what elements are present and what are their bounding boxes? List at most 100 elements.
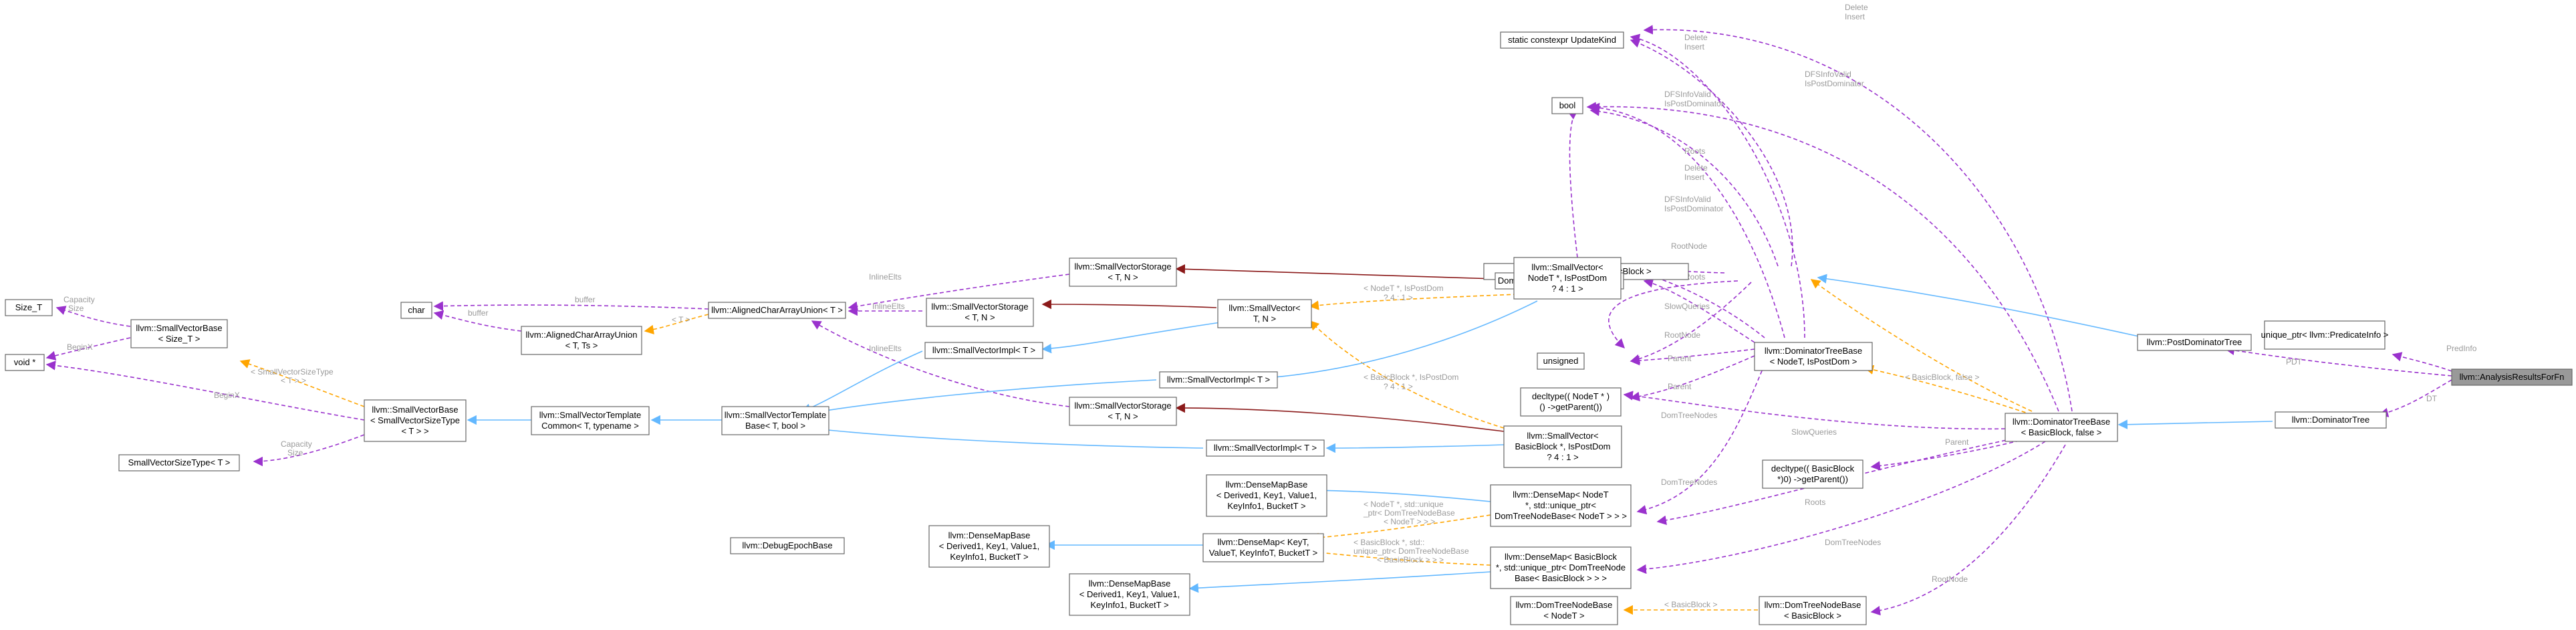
node-decltype-nodet[interactable]: decltype(( NodeT * )() ->getParent()) — [1520, 387, 1622, 417]
edge-dtbase-tpl-pdt — [1810, 279, 2033, 412]
edge-svbb-tpl — [1309, 320, 1505, 429]
node-label: llvm::DominatorTreeBase — [1765, 346, 1862, 356]
node-size-t[interactable]: Size_T — [5, 299, 53, 316]
node-svimpl-b[interactable]: llvm::SmallVectorImpl< T > — [1159, 371, 1278, 389]
node-box — [2005, 413, 2118, 442]
edge-union2-char — [433, 310, 522, 332]
edge-union-tpl — [644, 314, 709, 334]
node-box — [1759, 596, 1867, 625]
node-uniqueptr[interactable]: unique_ptr< llvm::PredicateInfo > — [2261, 320, 2389, 350]
edge-label-nodet-ispostdom: < NodeT *, IsPostDom? 4 : 1 > — [1364, 284, 1444, 302]
node-label: llvm::SmallVector< — [1531, 262, 1603, 272]
node-label: NodeT *, IsPostDom — [1528, 273, 1607, 283]
node-decltype-bb[interactable]: decltype(( BasicBlock *)0) ->getParent()… — [1762, 459, 1863, 489]
edge-dtbt-decltype — [1630, 355, 1755, 401]
node-svstorage-mid[interactable]: llvm::SmallVectorStorage< T, N > — [926, 298, 1034, 327]
node-label: llvm::SmallVectorBase — [372, 405, 458, 415]
node-box — [730, 537, 845, 554]
node-label: llvm::PostDominatorTree — [2147, 337, 2242, 347]
node-aligned-union-1[interactable]: llvm::AlignedCharArrayUnion< T > — [708, 302, 846, 319]
node-box — [531, 406, 650, 435]
node-domtree[interactable]: llvm::DominatorTree — [2275, 411, 2387, 429]
edge-pdt-roots — [1608, 280, 1738, 349]
node-svbase-size[interactable]: llvm::SmallVectorBase< SmallVectorSizeTy… — [364, 399, 467, 442]
node-densemap-bb[interactable]: llvm::DenseMap< BasicBlock*, std::unique… — [1490, 546, 1632, 589]
node-label: ? 4 : 1 > — [1547, 452, 1578, 462]
edge-label-rootnode: RootNode — [1932, 574, 1968, 584]
node-dtbase-false[interactable]: llvm::DominatorTreeBase< BasicBlock, fal… — [2005, 413, 2118, 442]
node-box — [5, 354, 45, 371]
node-debugepoch[interactable]: llvm::DebugEpochBase — [730, 537, 845, 554]
edge-svnodet-bool — [1567, 110, 1579, 258]
node-label: llvm::SmallVectorStorage — [1074, 261, 1171, 272]
edge-dtbt-unsigned — [1630, 348, 1755, 366]
node-label: llvm::SmallVectorStorage — [931, 302, 1028, 312]
node-densemap-kv[interactable]: llvm::DenseMap< KeyT,ValueT, KeyInfoT, B… — [1202, 533, 1324, 562]
edge-svtn-storage — [1041, 299, 1217, 310]
node-box — [721, 406, 829, 435]
node-label: DomTreeNodeBase< NodeT > > > — [1495, 511, 1627, 521]
node-svstorage-top[interactable]: llvm::SmallVectorStorage< T, N > — [1069, 257, 1177, 287]
node-svsizetype[interactable]: SmallVectorSizeType< T > — [118, 454, 240, 471]
node-domtreenodebase-bb[interactable]: llvm::DomTreeNodeBase< BasicBlock > — [1759, 596, 1867, 625]
edge-label-inlineelts-3: InlineElts — [869, 344, 902, 353]
node-dtbase-t[interactable]: llvm::DominatorTreeBase< NodeT, IsPostDo… — [1754, 342, 1873, 371]
node-sv-tn[interactable]: llvm::SmallVector<T, N > — [1217, 299, 1312, 328]
node-densemap-nodet[interactable]: llvm::DenseMap< NodeT*, std::unique_ptr<… — [1490, 484, 1632, 527]
node-label: ? 4 : 1 > — [1551, 284, 1583, 294]
node-svimpl-c[interactable]: llvm::SmallVectorImpl< T > — [1206, 439, 1325, 457]
node-dmb-top[interactable]: llvm::DenseMapBase< Derived1, Key1, Valu… — [1206, 474, 1327, 517]
node-label: llvm::AnalysisResultsForFn — [2460, 372, 2565, 382]
node-sv-nodet[interactable]: llvm::SmallVector<NodeT *, IsPostDom? 4 … — [1513, 257, 1622, 300]
node-label: ValueT, KeyInfoT, BucketT > — [1209, 548, 1317, 558]
node-label: < T, N > — [1108, 411, 1138, 421]
edge-label-domtreenodes-b: DomTreeNodes — [1661, 478, 1717, 487]
node-svbase-sizet[interactable]: llvm::SmallVectorBase< Size_T > — [130, 319, 228, 348]
node-label: KeyInfo1, BucketT > — [950, 552, 1028, 562]
edge-dtb-domtreenodes — [1636, 441, 2046, 574]
node-label: llvm::SmallVectorTemplate — [725, 410, 826, 420]
node-label: llvm::SmallVectorBase — [136, 323, 222, 333]
node-voidptr[interactable]: void * — [5, 354, 45, 371]
edge-dtb-rootnode — [1870, 444, 2066, 616]
node-char[interactable]: char — [400, 302, 432, 319]
node-sv-bb[interactable]: llvm::SmallVector<BasicBlock *, IsPostDo… — [1503, 425, 1622, 468]
node-label: < T, N > — [964, 312, 995, 322]
node-box — [1069, 397, 1177, 426]
edge-label-bb-uniqueptr: < BasicBlock *, std::unique_ptr< DomTree… — [1354, 538, 1469, 564]
node-label: unsigned — [1543, 356, 1579, 366]
node-postdomtree[interactable]: llvm::PostDominatorTree — [2137, 334, 2252, 351]
node-label: llvm::SmallVector< — [1229, 303, 1300, 313]
node-label: *, std::unique_ptr< DomTreeNode — [1496, 562, 1626, 572]
node-label: T, N > — [1253, 314, 1276, 324]
node-label: llvm::DenseMapBase — [1226, 480, 1308, 490]
node-unsigned[interactable]: unsigned — [1537, 352, 1585, 370]
node-label: < T > > — [401, 426, 428, 436]
node-svimpl-a[interactable]: llvm::SmallVectorImpl< T > — [924, 342, 1043, 359]
edge-svbb-svimpl — [1325, 443, 1505, 453]
node-box — [1069, 573, 1190, 616]
node-label: decltype(( NodeT * ) — [1532, 391, 1609, 401]
edge-label-bb-tpl: < BasicBlock > — [1664, 600, 1717, 609]
node-box — [1503, 425, 1622, 468]
node-dmb-low[interactable]: llvm::DenseMapBase< Derived1, Key1, Valu… — [1069, 573, 1190, 616]
node-updatekind[interactable]: static constexpr UpdateKind — [1500, 31, 1624, 49]
node-box — [1510, 596, 1618, 625]
node-label: < BasicBlock, false > — [2021, 427, 2102, 437]
node-dmb-mid[interactable]: llvm::DenseMapBase< Derived1, Key1, Valu… — [928, 525, 1050, 568]
node-analysis[interactable]: llvm::AnalysisResultsForFn — [2451, 369, 2573, 386]
node-domtreenodebase-nodet[interactable]: llvm::DomTreeNodeBase< NodeT > — [1510, 596, 1618, 625]
node-bool[interactable]: bool — [1551, 97, 1583, 114]
node-label: llvm::SmallVectorImpl< T > — [932, 345, 1035, 355]
node-box — [130, 319, 228, 348]
node-label: *)0) ->getParent()) — [1777, 474, 1848, 484]
node-aligned-union-ts[interactable]: llvm::AlignedCharArrayUnion< T, Ts > — [521, 326, 642, 355]
node-svstorage-low[interactable]: llvm::SmallVectorStorage< T, N > — [1069, 397, 1177, 426]
node-label: static constexpr UpdateKind — [1508, 35, 1616, 45]
